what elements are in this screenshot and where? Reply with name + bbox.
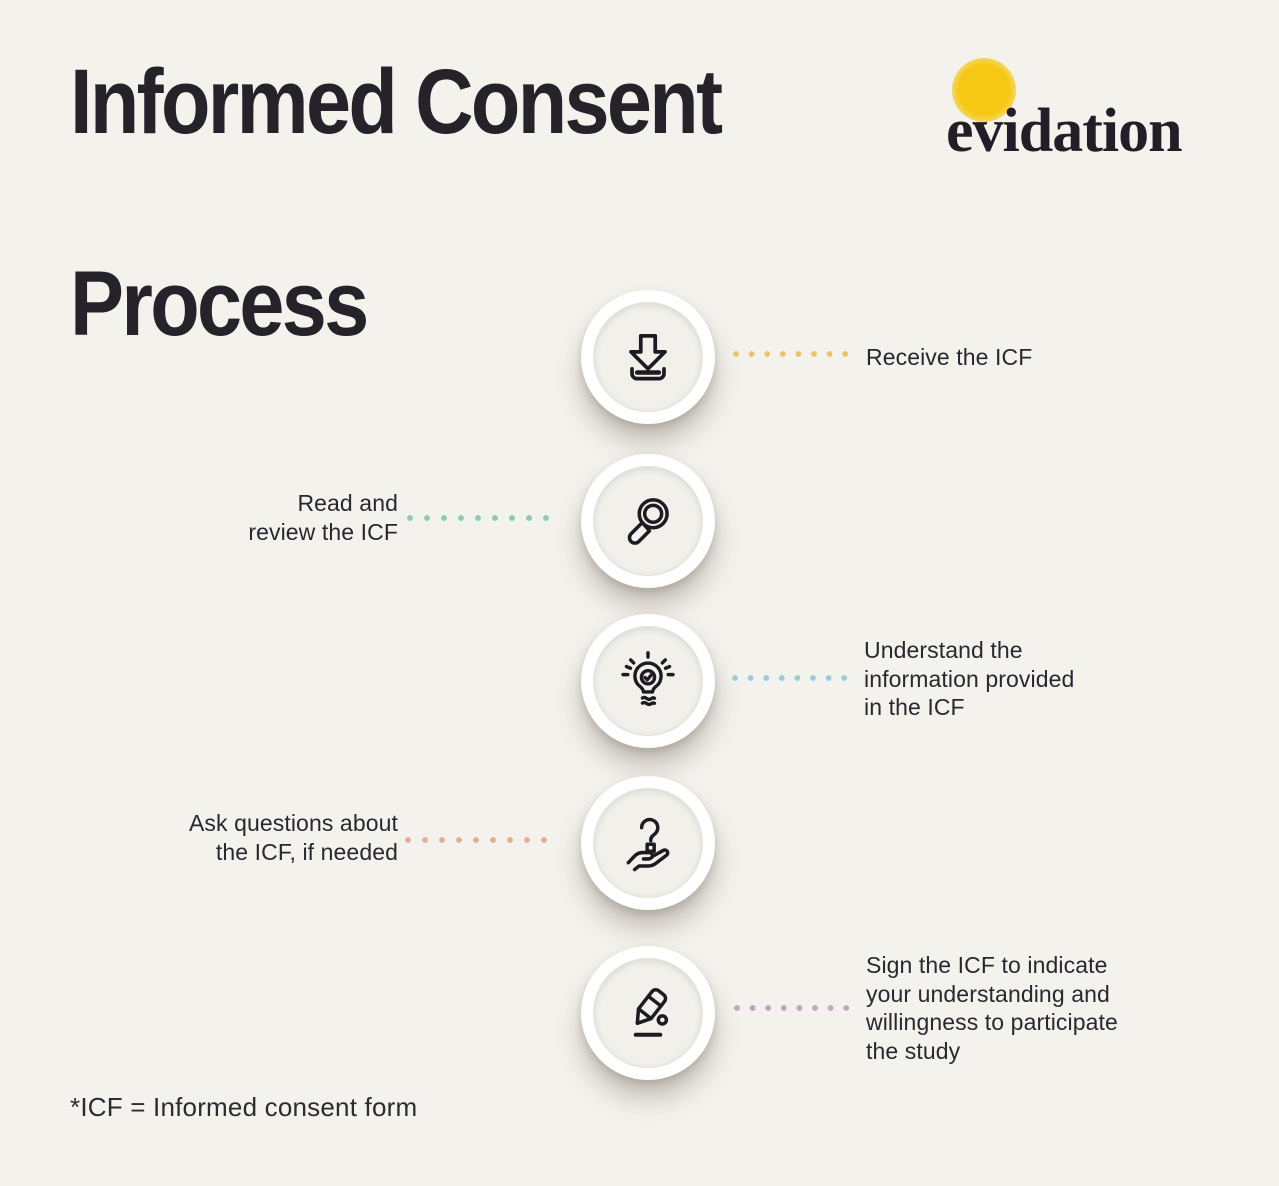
title-line-2: Process <box>70 253 369 355</box>
step-5-medallion <box>581 946 715 1080</box>
step-4-medallion <box>581 776 715 910</box>
step-3-connector <box>731 674 856 682</box>
step-1-label: Receive the ICF <box>866 344 1033 370</box>
step-2-connector <box>406 514 559 522</box>
logo-wordmark: evidation <box>946 97 1183 165</box>
step-5-label: Sign the ICF to indicate your understand… <box>866 952 1118 1064</box>
evidation-logo: evidation <box>946 56 1216 166</box>
step-1-medallion <box>581 290 715 424</box>
step-3-medallion <box>581 614 715 748</box>
step-4-label: Ask questions about the ICF, if needed <box>188 810 398 865</box>
lightbulb-check-icon <box>594 627 702 735</box>
title-line-1: Informed Consent <box>70 51 723 153</box>
step-2-label: Read and review the ICF <box>248 490 398 545</box>
magnifier-icon <box>594 467 702 575</box>
step-1-connector <box>732 350 857 358</box>
step-5-connector <box>733 1004 858 1012</box>
question-hand-icon <box>594 789 702 897</box>
step-2-medallion <box>581 454 715 588</box>
page-title: Informed Consent Process <box>70 51 723 355</box>
step-3-label: Understand the information provided in t… <box>864 637 1075 720</box>
pen-sign-icon <box>594 959 702 1067</box>
icf-footnote: *ICF = Informed consent form <box>70 1092 418 1122</box>
step-4-connector <box>404 836 557 844</box>
download-icon <box>594 303 702 411</box>
logo-sun-icon <box>952 58 1016 122</box>
